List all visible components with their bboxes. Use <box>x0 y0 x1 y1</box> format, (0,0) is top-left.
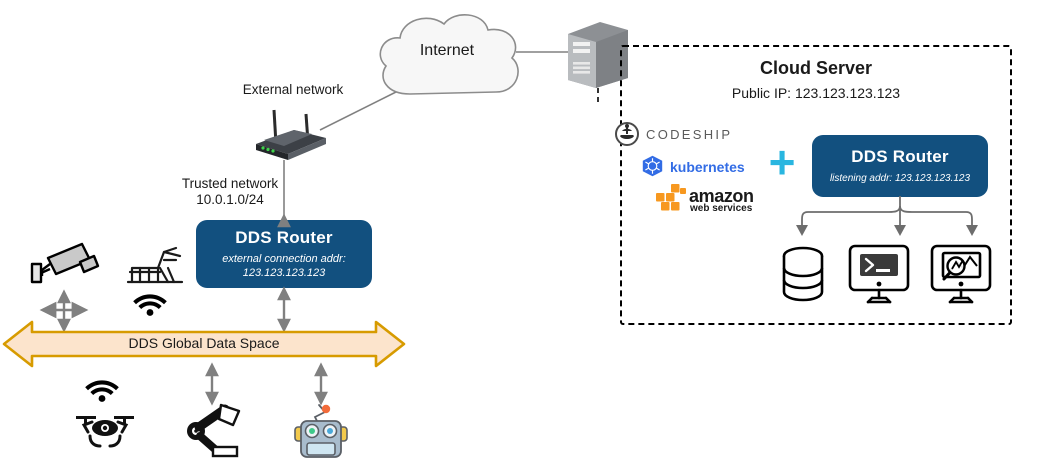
cloud-server-container <box>620 45 1012 325</box>
trusted-network-label-line2: 10.0.1.0/24 <box>196 192 264 207</box>
industrial-machine-icon <box>126 246 184 284</box>
local-dds-router-subtitle-line2: 123.123.123.123 <box>242 266 326 279</box>
wifi-icon <box>133 294 167 316</box>
aws-logo-label-main: amazon <box>689 186 754 206</box>
codeship-logo <box>615 122 639 146</box>
kubernetes-logo-label: kubernetes <box>670 159 745 175</box>
robot-arm-icon <box>187 403 241 458</box>
cloud-server-public-ip: Public IP: 123.123.123.123 <box>731 85 901 101</box>
dds-global-data-space: DDS Global Data Space <box>2 318 406 370</box>
codeship-logo-label: CODESHIP <box>646 127 733 142</box>
external-network-label: External network <box>242 82 344 97</box>
cloud-dds-router-subtitle: listening addr: 123.123.123.123 <box>829 172 971 184</box>
database-icon <box>782 246 824 302</box>
wifi-icon-drone <box>85 380 119 402</box>
local-dds-router-box[interactable]: DDS Router external connection addr: 123… <box>196 220 372 288</box>
wireless-router-icon <box>256 109 326 160</box>
trusted-network-label-line1: Trusted network <box>181 176 279 191</box>
cloud-server-title: Cloud Server <box>759 58 873 78</box>
local-dds-router-subtitle-line1: external connection addr: <box>222 253 346 265</box>
drone-icon <box>76 416 134 448</box>
cloud-dds-router-box[interactable]: DDS Router listening addr: 123.123.123.1… <box>812 135 988 197</box>
cloud-dds-router-title: DDS Router <box>851 146 949 166</box>
internet-label: Internet <box>419 42 475 59</box>
local-dds-router-title: DDS Router <box>235 228 333 247</box>
analytics-monitor-icon <box>930 244 992 304</box>
robot-icon <box>294 404 348 458</box>
internet-cloud <box>379 14 519 95</box>
dds-global-data-space-shape <box>2 320 406 368</box>
kubernetes-logo <box>642 155 663 177</box>
terminal-monitor-icon <box>848 244 910 304</box>
plus-icon: + <box>768 136 796 188</box>
dds-global-data-space-label: DDS Global Data Space <box>128 335 280 351</box>
aws-logo-label-sub: web services <box>690 203 753 214</box>
security-camera-icon <box>30 242 100 284</box>
aws-logo <box>656 184 686 211</box>
